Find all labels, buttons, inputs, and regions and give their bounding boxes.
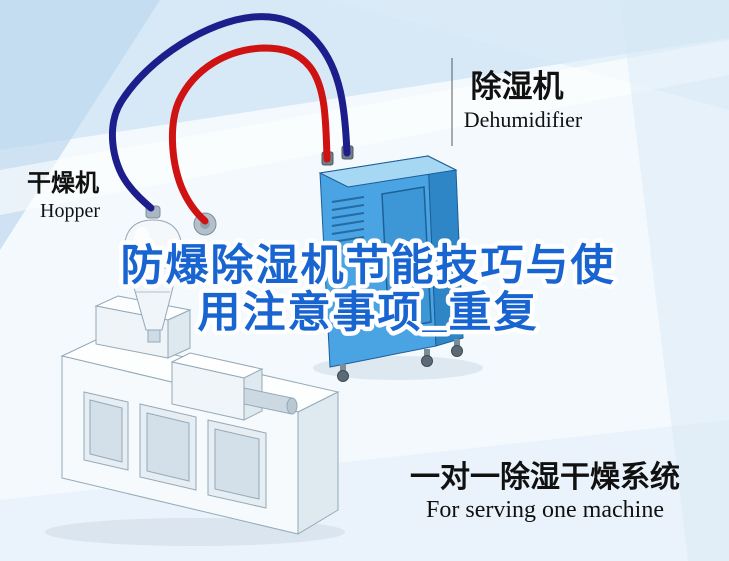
hopper-label-en: Hopper [40,200,100,222]
hopper-stand-side [167,309,191,359]
hopper-dome-highlight [134,227,150,249]
page-title-line1: 防爆除湿机节能技巧与使 [121,242,616,290]
dehumidifier-illustration [318,145,464,382]
hopper-label-cn: 干燥机 [27,170,99,197]
dehumidifier-door-handle [415,241,420,267]
dehumidifier-top-face [318,155,458,188]
page-title-line2: 用注意事项_重复 [198,289,539,337]
supply-hose [169,44,331,225]
dehumidifier-vent-grille-lower [333,290,367,321]
dehumidifier-label-cn: 除湿机 [471,69,564,104]
background-streak [0,40,729,215]
return-hose [108,13,351,212]
injection-barrel-end [286,397,298,415]
dehumidifier-door [381,186,432,331]
system-label-en: For serving one machine [426,497,664,523]
machine-panel-1-window [89,399,123,463]
dehumidifier-vent-grille-upper [331,196,365,251]
molding-machine-illustration [60,295,340,535]
machine-panel-2-window [146,412,190,482]
machine-panel-3-window [214,428,260,500]
dehumidifier-label-en: Dehumidifier [464,107,583,132]
dehumidifier-casters [337,339,463,382]
background-band-right [620,0,729,561]
system-label-cn: 一对一除湿干燥系统 [410,460,680,494]
machine-side-face [297,391,339,535]
